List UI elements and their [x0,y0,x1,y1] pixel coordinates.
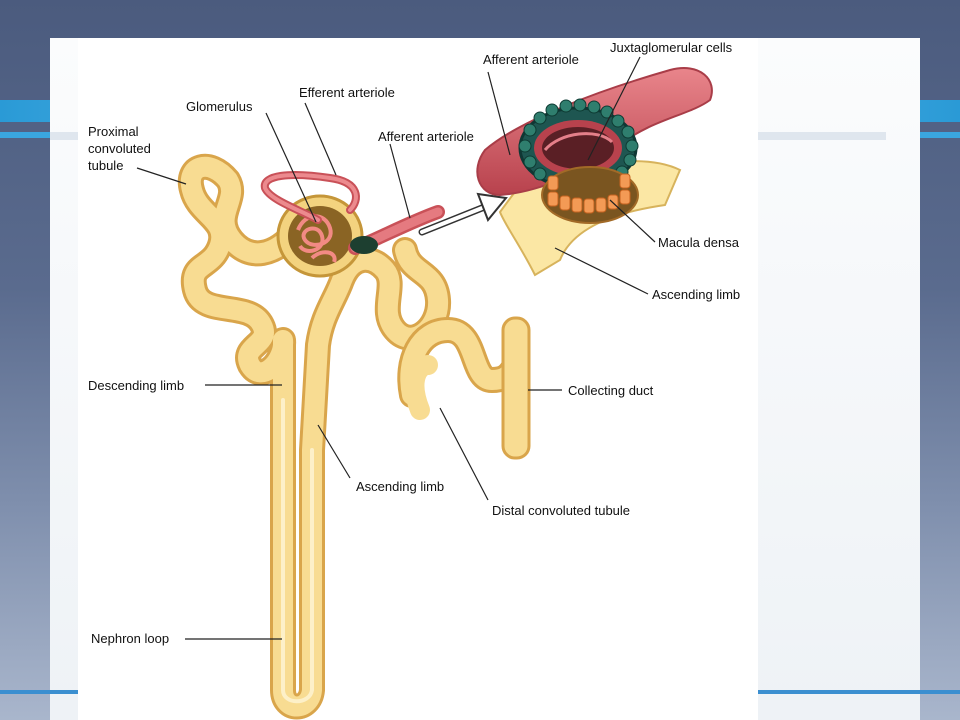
label-nephron-loop: Nephron loop [91,631,169,646]
slide-deco-right [758,132,886,140]
leader-lines [136,56,656,640]
label-collecting-duct: Collecting duct [568,383,654,398]
zoom-arrow [418,192,508,236]
glomerulus-shape [276,194,364,278]
label-proximal-3: tubule [88,158,123,173]
label-afferent-arteriole-inset: Afferent arteriole [483,52,579,67]
label-proximal-2: convoluted [88,141,151,156]
label-afferent-arteriole-main: Afferent arteriole [378,129,474,144]
label-efferent-arteriole: Efferent arteriole [299,85,395,100]
diagram-labels: Proximal convoluted tubule Glomerulus Ef… [88,40,740,646]
label-ascending-limb-main: Ascending limb [356,479,444,494]
label-descending-limb: Descending limb [88,378,184,393]
macula-densa-shape [541,166,639,224]
slide-deco-left [50,132,78,140]
label-distal-convoluted-tubule: Distal convoluted tubule [492,503,630,518]
collecting-duct-shape [501,316,531,460]
label-ascending-limb-inset: Ascending limb [652,287,740,302]
jga-marker [350,236,378,254]
label-glomerulus: Glomerulus [186,99,253,114]
label-proximal-1: Proximal [88,124,139,139]
label-macula-densa: Macula densa [658,235,740,250]
label-juxtaglomerular-cells: Juxtaglomerular cells [610,40,733,55]
